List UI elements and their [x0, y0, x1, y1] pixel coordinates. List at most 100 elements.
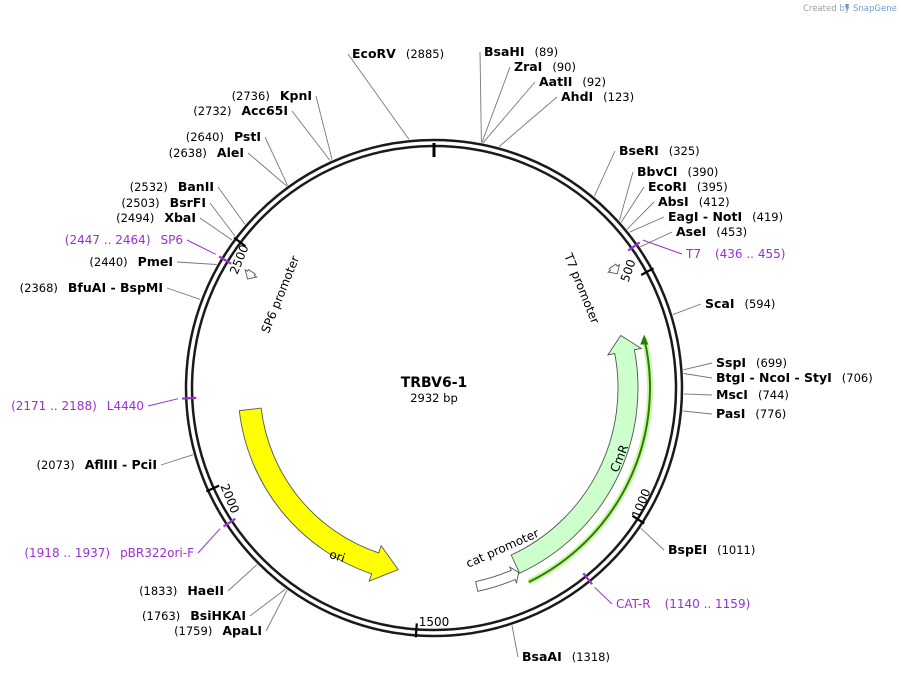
enzyme-site-sspi[interactable]: SspI(699) [716, 355, 787, 370]
primer-range: (1140 .. 1159) [665, 597, 751, 611]
feature-sp6-promoter[interactable]: SP6 promoter [244, 254, 302, 335]
enzyme-site-bsahi[interactable]: BsaHI(89) [484, 44, 558, 59]
tick-mark [233, 236, 247, 247]
feature-ori[interactable]: ori [238, 407, 399, 582]
enzyme-site-asei[interactable]: AseI (453) [676, 224, 747, 239]
primer-leader [197, 528, 221, 554]
feature-arrow [244, 268, 258, 280]
enzyme-site-bsihkai[interactable]: BsiHKAI(1763) [142, 608, 246, 623]
enzyme-position: (325) [669, 144, 700, 158]
tick-mark [414, 623, 418, 638]
primer-leader [642, 239, 683, 255]
enzyme-site-msci[interactable]: MscI(744) [716, 387, 789, 402]
enzyme-site-btgi-ncoi-styi[interactable]: BtgI - NcoI - StyI(706) [716, 370, 873, 385]
enzyme-site-haeii[interactable]: HaeII (1833) [139, 583, 224, 598]
callout-line [265, 590, 288, 632]
enzyme-name: EagI - NotI [668, 209, 742, 224]
callout-line [166, 287, 201, 300]
callout-line [683, 393, 713, 396]
enzyme-site-xbai[interactable]: XbaI(2494) [116, 210, 196, 225]
enzyme-position: (2638) [169, 146, 207, 160]
enzyme-position: (2885) [406, 47, 444, 61]
enzyme-name: HaeII [187, 583, 224, 598]
enzyme-position: (2736) [232, 89, 270, 103]
primer-l4440[interactable]: L4440(2171 .. 2188) [11, 396, 197, 413]
enzyme-site-kpni[interactable]: KpnI (2736) [232, 88, 312, 103]
enzyme-position: (706) [842, 371, 873, 385]
enzyme-position: (2368) [20, 281, 58, 295]
plasmid-name: TRBV6-1 [401, 375, 468, 391]
feature-cmr[interactable]: CmR [510, 334, 653, 585]
enzyme-site-apali[interactable]: ApaLI(1759) [174, 623, 262, 638]
callout-line [620, 186, 645, 223]
enzyme-site-acc65i[interactable]: Acc65I(2732) [193, 103, 288, 118]
callout-line [626, 201, 655, 230]
enzyme-name: BfuAI - BspMI [68, 280, 163, 295]
callout-line [511, 625, 519, 658]
enzyme-site-eagi-noti[interactable]: EagI - NotI(419) [668, 209, 783, 224]
enzyme-site-bseri[interactable]: BseRI(325) [619, 143, 700, 158]
enzyme-name: MscI [716, 387, 748, 402]
primer-leader [147, 398, 179, 407]
enzyme-position: (1833) [139, 584, 177, 598]
callout-line [683, 362, 713, 371]
feature-arrow [238, 407, 399, 582]
enzyme-site-ahdi[interactable]: AhdI (123) [561, 89, 634, 104]
tick-label: 2000 [217, 482, 241, 516]
primer-cat-r[interactable]: CAT-R(1140 .. 1159) [582, 572, 751, 611]
primer-range: (2171 .. 2188) [11, 399, 97, 413]
enzyme-position: (2503) [121, 196, 159, 210]
callout-line [315, 95, 333, 160]
enzyme-site-ecori[interactable]: EcoRI(395) [648, 179, 728, 194]
enzyme-site-aatii[interactable]: AatII (92) [539, 74, 606, 89]
enzyme-name: AseI [676, 224, 706, 239]
primer-t7[interactable]: T7(436 .. 455) [627, 239, 785, 261]
tick-mark [205, 484, 220, 493]
tick-label: 1000 [629, 487, 653, 521]
enzyme-position: (2073) [36, 458, 74, 472]
enzyme-site-bspei[interactable]: BspEI(1011) [668, 542, 755, 557]
enzyme-site-bsaai[interactable]: BsaAI(1318) [522, 649, 610, 664]
enzyme-site-absi[interactable]: AbsI(412) [658, 194, 730, 209]
enzyme-position: (92) [582, 75, 606, 89]
enzyme-site-psti[interactable]: PstI(2640) [186, 129, 261, 144]
enzyme-site-zrai[interactable]: ZraI(90) [514, 59, 576, 74]
callout-line [247, 152, 287, 187]
enzyme-site-banii[interactable]: BanII(2532) [130, 179, 214, 194]
enzyme-site-ecorv[interactable]: EcoRV(2885) [352, 46, 444, 61]
backbone-circle [184, 138, 684, 638]
primer-range: (1918 .. 1937) [24, 546, 110, 560]
enzyme-site-alei[interactable]: AleI (2638) [169, 145, 244, 160]
enzyme-site-pmei[interactable]: PmeI(2440) [89, 254, 173, 269]
callout-line [672, 303, 702, 316]
enzyme-site-pasi[interactable]: PasI(776) [716, 406, 786, 421]
callout-line [264, 136, 289, 186]
enzyme-name: AhdI [561, 89, 593, 104]
enzyme-site-bsrfi[interactable]: BsrFI(2503) [121, 195, 206, 210]
enzyme-name: SspI [716, 355, 746, 370]
primer-name: T7 [685, 247, 701, 261]
enzyme-position: (453) [716, 225, 747, 239]
enzyme-site-bbvci[interactable]: BbvCI(390) [637, 164, 718, 179]
enzyme-site-scai[interactable]: ScaI(594) [705, 296, 775, 311]
enzyme-position: (1759) [174, 624, 212, 638]
callout-line [217, 186, 246, 225]
feature-t7-promoter[interactable]: T7 promoter [561, 250, 621, 326]
primer-pbr322ori-f[interactable]: pBR322ori-F(1918 .. 1937) [24, 517, 236, 560]
callout-line [481, 66, 511, 143]
primer-sp6[interactable]: SP6(2447 .. 2464) [65, 233, 232, 265]
tick-label: 1500 [419, 615, 450, 629]
callout-line [199, 217, 233, 241]
tick-label: 500 [618, 258, 639, 284]
callout-line [227, 564, 258, 592]
enzyme-site-afliii-pcii[interactable]: AflIII - PciI(2073) [36, 457, 157, 472]
enzyme-position: (123) [603, 90, 634, 104]
enzyme-name: AatII [539, 74, 572, 89]
enzyme-name: AleI [217, 145, 244, 160]
enzyme-site-bfuai-bspmi[interactable]: BfuAI - BspMI (2368) [20, 280, 163, 295]
feature-label: T7 promoter [561, 250, 602, 325]
enzyme-name: KpnI [280, 88, 312, 103]
